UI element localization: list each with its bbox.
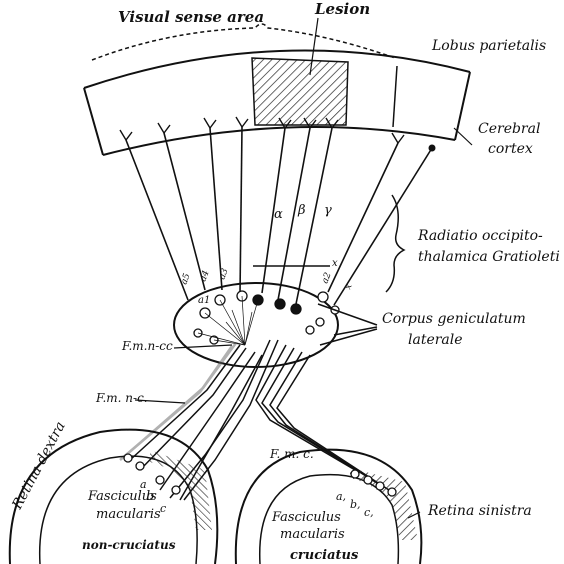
label-x: x bbox=[332, 258, 338, 269]
label-lobus-parietalis: Lobus parietalis bbox=[431, 38, 546, 54]
fiber-mark-x: x bbox=[343, 283, 354, 291]
lesion-area bbox=[252, 58, 348, 125]
label-a-right: a, bbox=[336, 490, 346, 503]
label-beta: β bbox=[297, 203, 306, 218]
visual-sense-area-brace bbox=[92, 24, 395, 60]
label-macularis-left: macularis bbox=[96, 507, 161, 522]
label-fm-nc-1: F.m.n-cc bbox=[121, 339, 173, 353]
label-retina-sinistra: Retina sinistra bbox=[427, 503, 532, 519]
label-corpus-2: laterale bbox=[408, 332, 463, 348]
label-fm-nc-2: F.m. n-c. bbox=[95, 391, 148, 405]
label-a1: a1 bbox=[198, 295, 210, 306]
radiatio-brace bbox=[386, 195, 404, 292]
label-radiatio-1: Radiatio occipito- bbox=[417, 228, 543, 244]
corpus-pointers bbox=[318, 304, 377, 345]
label-cerebral: Cerebral bbox=[478, 121, 540, 137]
cortex-mid-arc bbox=[103, 127, 455, 155]
cortex-left-edge bbox=[84, 88, 103, 155]
label-c-left: c bbox=[160, 502, 166, 515]
cortex-dot bbox=[429, 145, 436, 152]
label-gamma: γ bbox=[324, 203, 332, 218]
cortex-divider bbox=[393, 66, 397, 127]
label-macularis-right: macularis bbox=[280, 527, 345, 542]
fiber-mark-a5: a5 bbox=[179, 272, 192, 286]
label-b-left: b bbox=[146, 489, 154, 504]
label-cortex: cortex bbox=[488, 141, 533, 157]
cortex-right-edge bbox=[455, 72, 470, 140]
label-fm-c: F. m. c. bbox=[269, 447, 314, 461]
label-retina-dextra: Retina dextra bbox=[9, 419, 69, 513]
label-fasciculus-right: Fasciculus bbox=[271, 510, 341, 525]
label-c-right: c, bbox=[364, 506, 374, 519]
label-radiatio-2: thalamica Gratioleti bbox=[418, 249, 560, 265]
label-visual-sense-area: Visual sense area bbox=[118, 8, 264, 26]
fiber-mark-a3: a3 bbox=[217, 267, 230, 281]
label-alpha: α bbox=[274, 207, 283, 222]
label-lesion: Lesion bbox=[314, 0, 370, 18]
label-corpus-1: Corpus geniculatum bbox=[382, 311, 526, 327]
geniculate-neurons bbox=[194, 291, 339, 344]
label-non-cruciatus: non-cruciatus bbox=[82, 538, 176, 552]
label-b-right: b, bbox=[350, 498, 361, 511]
label-cruciatus: cruciatus bbox=[290, 548, 359, 563]
